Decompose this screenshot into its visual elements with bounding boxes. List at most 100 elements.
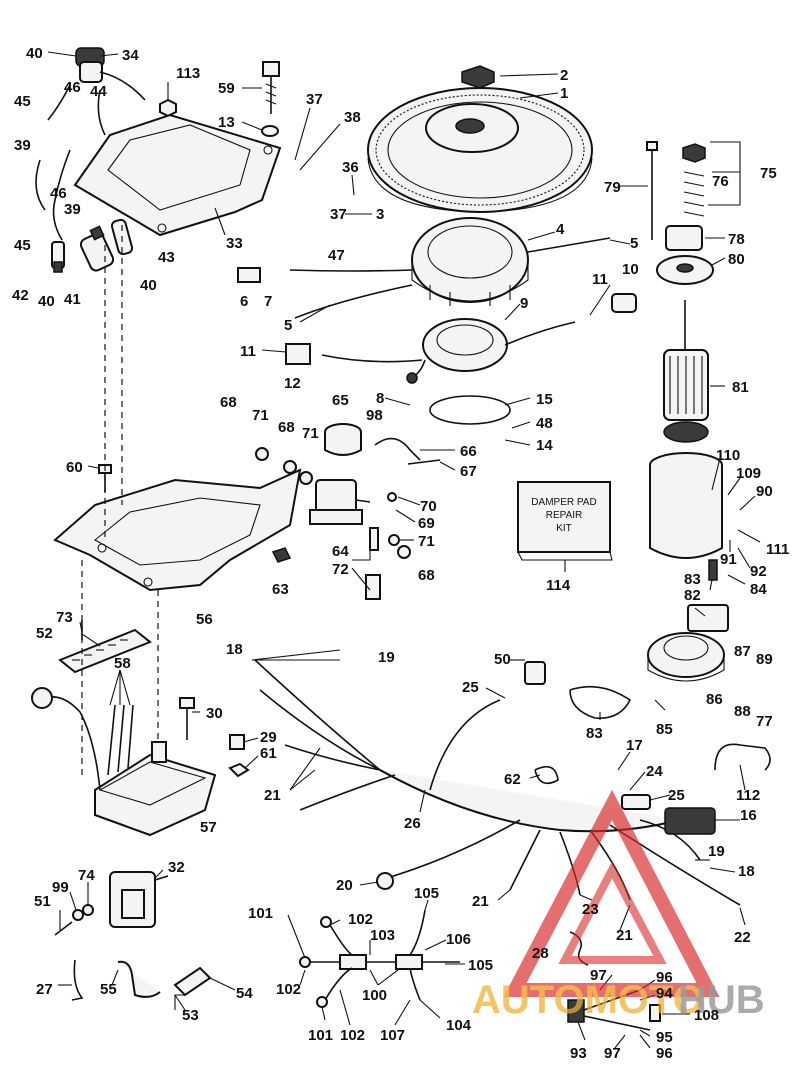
callout-61: 61 xyxy=(260,745,277,762)
kit-label-line3: KIT xyxy=(556,523,572,534)
callout-labels: 40 34 113 59 2 1 46 44 45 37 13 38 39 36… xyxy=(12,45,789,1062)
callout-18: 18 xyxy=(738,863,755,880)
callout-3: 3 xyxy=(376,206,384,223)
callout-8: 8 xyxy=(376,390,384,407)
washer-99-part xyxy=(72,909,84,921)
leader-lines xyxy=(47,51,761,1049)
callout-19: 19 xyxy=(378,649,395,666)
wire-45-part xyxy=(47,84,71,121)
clamp-66-part xyxy=(374,437,421,461)
callout-87: 87 xyxy=(734,643,751,660)
callout-10: 10 xyxy=(622,261,639,278)
callout-19: 19 xyxy=(708,843,725,860)
stator-wire-5b-part xyxy=(294,284,413,319)
callout-12: 12 xyxy=(284,375,301,392)
callout-32: 32 xyxy=(168,859,185,876)
callout-54: 54 xyxy=(236,985,253,1002)
callout-50: 50 xyxy=(494,651,511,668)
nut-71b-part xyxy=(299,471,313,485)
watermark-logo: AUTOMOTO HUB xyxy=(472,789,765,1022)
callout-70: 70 xyxy=(420,498,437,515)
callout-27: 27 xyxy=(36,981,53,998)
callout-113: 113 xyxy=(176,65,200,82)
callout-40: 40 xyxy=(26,45,43,62)
starter-pinion-78-part xyxy=(665,143,706,251)
plug-cap-41-part xyxy=(79,225,115,272)
callout-105: 105 xyxy=(414,885,439,902)
callout-20: 20 xyxy=(336,877,353,894)
callout-100: 100 xyxy=(362,987,387,1004)
relay-64-part xyxy=(309,479,371,525)
callout-108: 108 xyxy=(694,1007,719,1024)
callout-71: 71 xyxy=(252,407,269,424)
callout-88: 88 xyxy=(734,703,751,720)
callout-73: 73 xyxy=(56,609,73,626)
callout-78: 78 xyxy=(728,231,745,248)
callout-104: 104 xyxy=(446,1017,472,1034)
callout-64: 64 xyxy=(332,543,349,560)
callout-53: 53 xyxy=(182,1007,199,1024)
callout-48: 48 xyxy=(536,415,553,432)
bolt-59-part xyxy=(262,61,280,114)
callout-102: 102 xyxy=(340,1027,365,1044)
callout-26: 26 xyxy=(404,815,421,832)
nut-68b-part xyxy=(283,460,297,474)
callout-62: 62 xyxy=(504,771,521,788)
flywheel-part xyxy=(367,87,593,213)
callout-45: 45 xyxy=(14,93,31,110)
callout-15: 15 xyxy=(536,391,553,408)
callout-41: 41 xyxy=(64,291,81,308)
callout-75: 75 xyxy=(760,165,777,182)
callout-47: 47 xyxy=(328,247,345,264)
callout-21: 21 xyxy=(472,893,489,910)
bracket-112-part xyxy=(714,743,771,771)
callout-45: 45 xyxy=(14,237,31,254)
starter-bolt-79-part xyxy=(646,141,658,240)
connector-50-part xyxy=(524,661,546,685)
callout-55: 55 xyxy=(100,981,117,998)
callout-9: 9 xyxy=(520,295,528,312)
kit-label-line1: DAMPER PAD xyxy=(531,497,596,508)
wire-44-part xyxy=(97,89,106,136)
callout-16: 16 xyxy=(740,807,757,824)
callout-13: 13 xyxy=(218,114,235,131)
screw-51-part xyxy=(54,921,73,936)
washer-74-part xyxy=(82,904,94,916)
nut-71a-part xyxy=(255,447,269,461)
callout-68: 68 xyxy=(418,567,435,584)
power-pack-part xyxy=(31,687,217,837)
connector-34-part xyxy=(75,47,146,101)
callout-37: 37 xyxy=(330,206,347,223)
callout-106: 106 xyxy=(446,931,471,948)
callout-97: 97 xyxy=(604,1045,621,1062)
callout-38: 38 xyxy=(344,109,361,126)
callout-99: 99 xyxy=(52,879,69,896)
callout-4: 4 xyxy=(556,221,565,238)
callout-1: 1 xyxy=(560,85,568,102)
watermark-text-part2: HUB xyxy=(678,978,765,1022)
brush-plate-part xyxy=(687,559,729,632)
callout-30: 30 xyxy=(206,705,223,722)
washer-71c-part xyxy=(388,534,400,546)
callout-68: 68 xyxy=(278,419,295,436)
sleeve-65-part xyxy=(324,423,362,456)
callout-83: 83 xyxy=(586,725,603,742)
nut-113-part xyxy=(159,98,177,118)
timer-wire-part xyxy=(321,354,423,363)
callout-114: 114 xyxy=(546,577,571,594)
callout-68: 68 xyxy=(220,394,237,411)
callout-11: 11 xyxy=(592,271,608,288)
callout-21: 21 xyxy=(264,787,281,804)
callout-85: 85 xyxy=(656,721,673,738)
wire-39-part xyxy=(35,159,46,211)
stator-wire-7-part xyxy=(289,269,413,272)
stator-part xyxy=(411,217,529,306)
lead-55-part xyxy=(117,960,161,998)
screw-29-part xyxy=(229,734,245,750)
stator-wire-5-part xyxy=(527,237,611,253)
callout-59: 59 xyxy=(218,80,235,97)
plug-cap-42-part xyxy=(51,241,65,273)
watermark-triangle-icon xyxy=(503,789,720,997)
nut-68c-part xyxy=(397,545,411,559)
band-15-part xyxy=(429,395,511,425)
